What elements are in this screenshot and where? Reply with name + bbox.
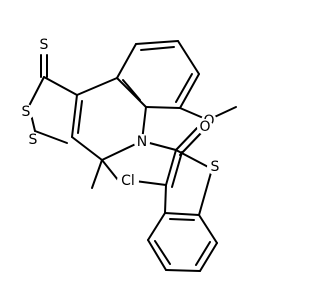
bond-ring-ca-cb [71, 94, 78, 138]
bond-bt-c2-c3-a [165, 149, 177, 186]
bond-layer [28, 40, 237, 272]
atom-label-chloro: Cl [121, 173, 135, 189]
bond-bt-c3-c3a [164, 184, 167, 214]
atom-dithiole-s-bottom: S [25, 132, 41, 148]
bond-benzo-2-inner [140, 46, 175, 51]
atom-chloro: Cl [117, 170, 139, 192]
bond-bt-benz-2-inner [154, 240, 171, 265]
atom-label-layer: S S S O N O Cl S [18, 37, 223, 192]
bond-bt-c3a-c7a [164, 212, 200, 216]
bond-dithiole-c1-s [28, 76, 45, 107]
bond-ring-c-c [116, 77, 147, 108]
atom-label-dithiole-s-top: S [22, 104, 31, 120]
bond-benzo-5 [145, 106, 181, 109]
atom-dithiole-s-top: S [18, 104, 34, 120]
bond-carbonyl-double-b [179, 132, 202, 156]
bond-benzo-4-inner [175, 73, 193, 103]
atom-thiophene-s: S [207, 159, 223, 175]
bond-bt-c3-cl [134, 180, 167, 186]
atom-ring-n: N [134, 134, 150, 150]
bond-benzo-6-inner [122, 79, 141, 101]
bond-ring-c-ca [76, 77, 118, 96]
bond-benzo-4 [179, 73, 200, 109]
bond-ring-ca-cb-inner [77, 100, 83, 134]
bond-bt-benz-4 [199, 242, 218, 272]
bond-bt-benz-1 [147, 212, 166, 241]
bond-bt-c2-c3-b [171, 151, 183, 188]
bond-methyl-1 [91, 159, 103, 189]
bond-ring-cb-cq [71, 136, 103, 161]
bond-bt-benz-2 [147, 239, 167, 271]
atom-label-thione-s: S [40, 37, 49, 53]
bond-benzo-1 [116, 43, 137, 79]
bond-bt-benz-6-inner [169, 218, 195, 221]
bond-bt-s-c7a [198, 168, 213, 216]
atom-label-ring-n: N [137, 134, 147, 150]
bond-benzo-2 [135, 40, 179, 45]
bond-bt-c2-s [175, 149, 213, 170]
bond-bt-benz-5 [198, 214, 218, 244]
bond-benzo-3 [177, 40, 200, 75]
bond-carbonyl-double-a [175, 127, 198, 151]
bond-dithiole-s-c [34, 130, 68, 144]
bond-bt-benz-4-inner [195, 241, 211, 266]
molecule-structure: S S S O N O Cl S [18, 37, 237, 272]
atom-thione-s: S [36, 37, 52, 53]
bond-bt-benz-3 [165, 269, 201, 272]
bond-dithiole-c1-c [43, 76, 78, 96]
atom-label-dithiole-s-bottom: S [29, 132, 38, 148]
atom-label-carbonyl-o: O [199, 119, 210, 135]
atom-carbonyl-o: O [197, 119, 213, 135]
atom-label-thiophene-s: S [211, 159, 220, 175]
